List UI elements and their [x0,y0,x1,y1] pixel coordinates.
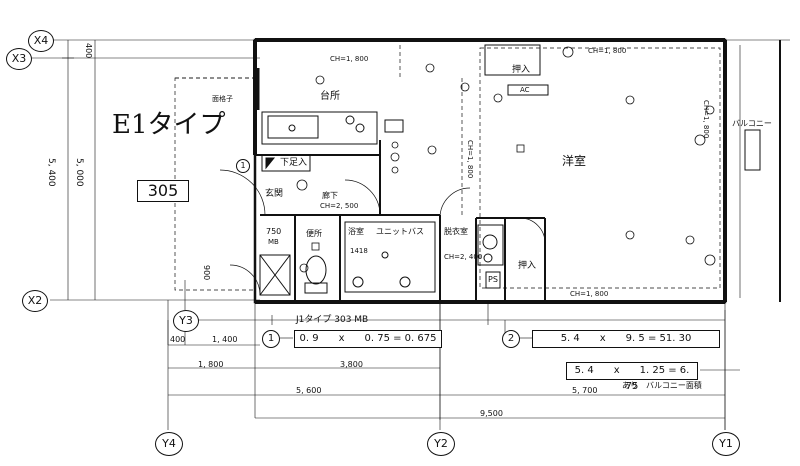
bath-size: 1418 [350,247,368,255]
area-note-3-formula: 5. 4 x 1. 25 = 6. 75 [566,362,698,392]
grid-bubble-y2: Y2 [427,432,455,456]
area-note-1-formula: 0. 9 x 0. 75 = 0. 675 [294,330,442,348]
dimension-label: 5, 000 [74,158,84,187]
ps-label: PS [488,275,498,284]
area-note-marker-2: 2 [502,330,520,348]
meter-box [259,254,291,296]
room-western: 洋室 [562,154,587,168]
room-corridor: 廊下 [322,191,338,200]
ceiling-label: CH=1, 800 [570,290,609,298]
ac-label: AC [520,86,530,94]
balcony-area [744,129,761,171]
ceiling-label: CH=1, 800 [702,100,710,139]
room-toilet: 便所 [306,229,322,238]
dimension-label: 400 [170,335,186,344]
room-bath: 浴室 [348,227,364,236]
area-note-3-caption: あり バルコニー面積 [622,381,702,390]
grid-bubble-y4: Y4 [155,432,183,456]
outer-wall [253,38,727,304]
dimension-label: 5, 700 [572,386,598,395]
kitchen-counter [261,111,378,145]
ceiling-label: CH=2, 500 [320,202,359,210]
ceiling-label: CH=2, 400 [444,253,483,261]
mb-label: MB [268,238,279,246]
grid-bubble-y1: Y1 [712,432,740,456]
room-shoe-storage: 下足入 [280,158,308,168]
area-note-marker-1: 1 [262,330,280,348]
dimension-label: 900 [202,265,211,281]
closet-top [484,44,541,76]
dimension-label: 9,500 [480,409,503,418]
area-note-2-formula: 5. 4 x 9. 5 = 51. 30 [532,330,720,348]
unit-type-title: E1タイプ [112,110,226,140]
dimension-label: 1, 800 [198,360,224,369]
dimension-label: 5, 400 [46,158,56,187]
ceiling-label: CH=1, 800 [588,47,627,55]
dimension-label: 5, 600 [296,386,322,395]
lattice-label: 面格子 [212,95,233,103]
grid-bubble-x3: X3 [6,48,32,70]
grid-bubble-y3: Y3 [173,310,199,332]
grid-bubble-x2: X2 [22,290,48,312]
room-number-box: 305 [137,180,189,202]
dimension-label: 400 [84,43,93,59]
room-kitchen: 台所 [320,91,340,102]
entrance-marker-1: 1 [236,159,250,173]
room-dressing: 脱衣室 [444,227,468,236]
ceiling-label: CH=1, 800 [466,140,474,179]
room-closet-top: 押入 [512,65,531,75]
mb-size: 750 [266,227,282,236]
grid-bubble-x4: X4 [28,30,54,52]
area-note-1-title: J1タイプ 303 MB [296,315,369,325]
ceiling-label: CH=1, 800 [330,55,369,63]
room-closet-bottom: 押入 [518,261,537,271]
dimension-label: 1, 400 [212,335,238,344]
room-unit-bath: ユニットバス [376,227,424,236]
room-balcony: バルコニー [732,119,772,128]
dimension-label: 3,800 [340,360,363,369]
room-entrance: 玄関 [265,189,284,199]
